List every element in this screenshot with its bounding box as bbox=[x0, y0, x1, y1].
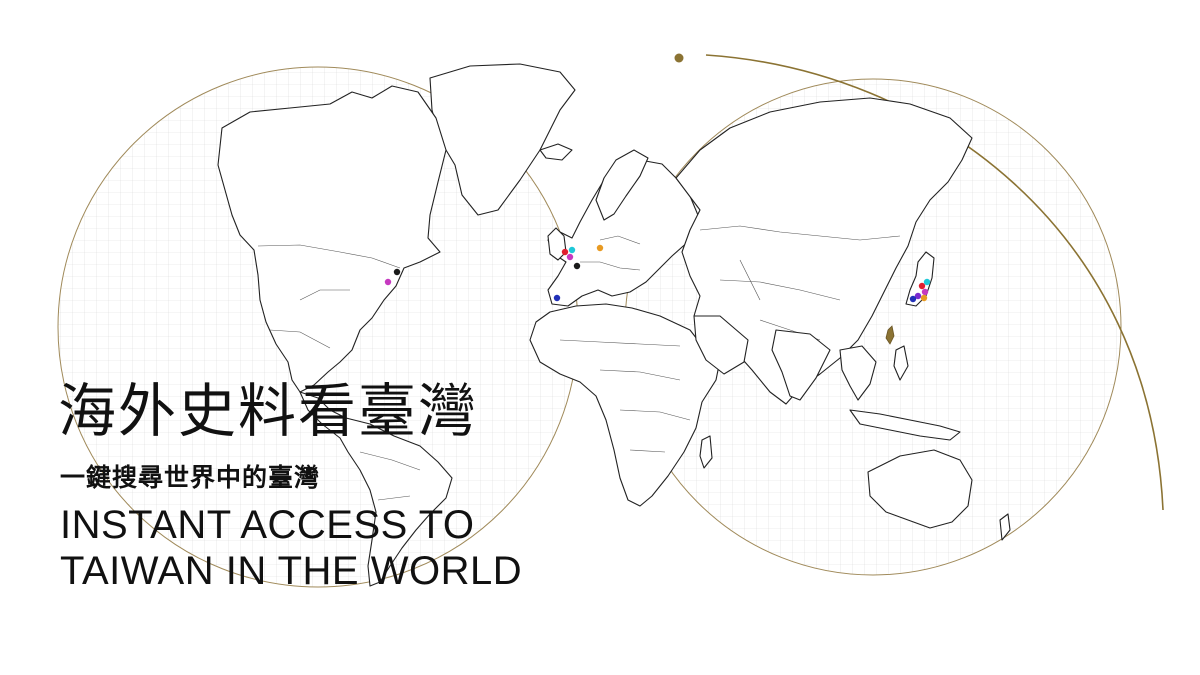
hero-title-block: 海外史料看臺灣 一鍵搜尋世界中的臺灣 INSTANT ACCESS TO TAI… bbox=[58, 376, 522, 594]
marker-north-america-2[interactable] bbox=[384, 278, 392, 286]
marker-japan-1[interactable] bbox=[918, 282, 926, 290]
marker-europe-5[interactable] bbox=[573, 262, 581, 270]
iceland-landmass bbox=[539, 143, 573, 161]
southeast-asia-landmass bbox=[839, 345, 877, 401]
north-america-landmass bbox=[217, 85, 447, 393]
arabia-landmass bbox=[693, 315, 749, 375]
subtitle-zh: 一鍵搜尋世界中的臺灣 bbox=[60, 463, 321, 492]
south-america-landmass bbox=[299, 391, 453, 587]
marker-europe-2[interactable] bbox=[568, 246, 576, 254]
uk-landmass bbox=[547, 227, 567, 261]
title-en-line2: TAIWAN IN THE WORLD bbox=[60, 549, 523, 593]
taiwan-marker[interactable] bbox=[885, 325, 895, 345]
location-markers bbox=[384, 244, 931, 303]
australia-landmass bbox=[867, 449, 973, 529]
marker-japan-5[interactable] bbox=[914, 292, 922, 300]
marker-north-america-1[interactable] bbox=[393, 268, 401, 276]
new-zealand-landmass bbox=[999, 513, 1011, 541]
scandinavia-landmass bbox=[595, 149, 649, 221]
marker-japan-4[interactable] bbox=[920, 294, 928, 302]
marker-europe-3[interactable] bbox=[566, 253, 574, 261]
title-en-line1: INSTANT ACCESS TO bbox=[60, 503, 475, 547]
asia-landmass bbox=[675, 97, 973, 405]
madagascar-landmass bbox=[699, 435, 713, 469]
philippines-landmass bbox=[893, 345, 909, 381]
marker-europe-4[interactable] bbox=[596, 244, 604, 252]
india-landmass bbox=[771, 329, 831, 401]
title-zh: 海外史料看臺灣 bbox=[58, 377, 479, 445]
europe-landmass bbox=[547, 159, 701, 307]
orbit-dot bbox=[674, 53, 684, 63]
indonesia-landmass bbox=[849, 409, 961, 441]
marker-japan-6[interactable] bbox=[909, 295, 917, 303]
marker-japan-2[interactable] bbox=[923, 278, 931, 286]
orbit-arc bbox=[705, 54, 1164, 511]
marker-europe-1[interactable] bbox=[561, 248, 569, 256]
africa-landmass bbox=[529, 303, 721, 507]
marker-japan-3[interactable] bbox=[921, 288, 929, 296]
marker-iberia-1[interactable] bbox=[553, 294, 561, 302]
